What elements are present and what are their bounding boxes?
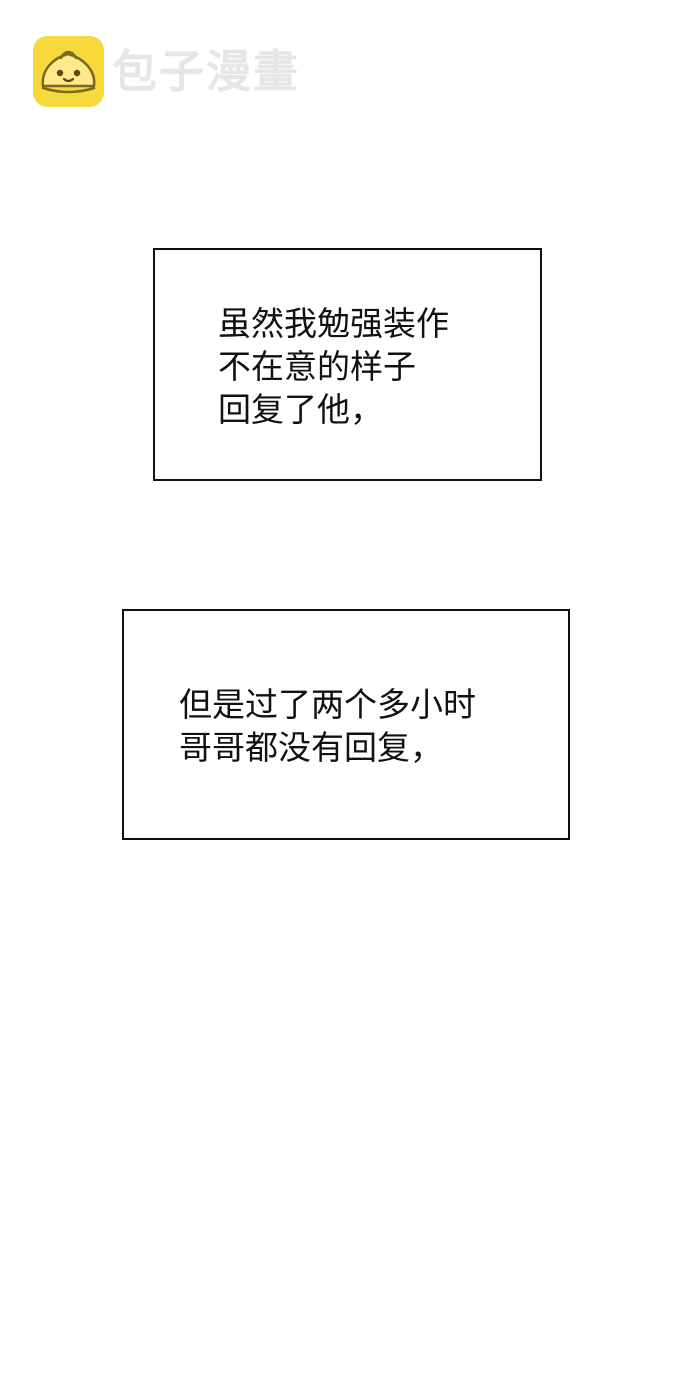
caption-line: 不在意的样子 bbox=[218, 347, 416, 386]
caption-line: 虽然我勉强装作 bbox=[218, 304, 449, 343]
caption-line: 回复了他， bbox=[218, 390, 383, 429]
caption-line: 哥哥都没有回复， bbox=[179, 728, 443, 767]
caption-line: 但是过了两个多小时 bbox=[179, 685, 476, 724]
bun-mascot-icon bbox=[33, 35, 104, 107]
caption-text-2: 但是过了两个多小时 哥哥都没有回复， bbox=[179, 683, 476, 769]
caption-box-2: 但是过了两个多小时 哥哥都没有回复， bbox=[122, 609, 570, 840]
watermark-text: 包子漫畫 bbox=[112, 44, 301, 98]
watermark-logo: 包子漫畫 bbox=[33, 35, 300, 107]
caption-box-1: 虽然我勉强装作 不在意的样子 回复了他， bbox=[153, 248, 542, 481]
caption-text-1: 虽然我勉强装作 不在意的样子 回复了他， bbox=[218, 302, 449, 431]
